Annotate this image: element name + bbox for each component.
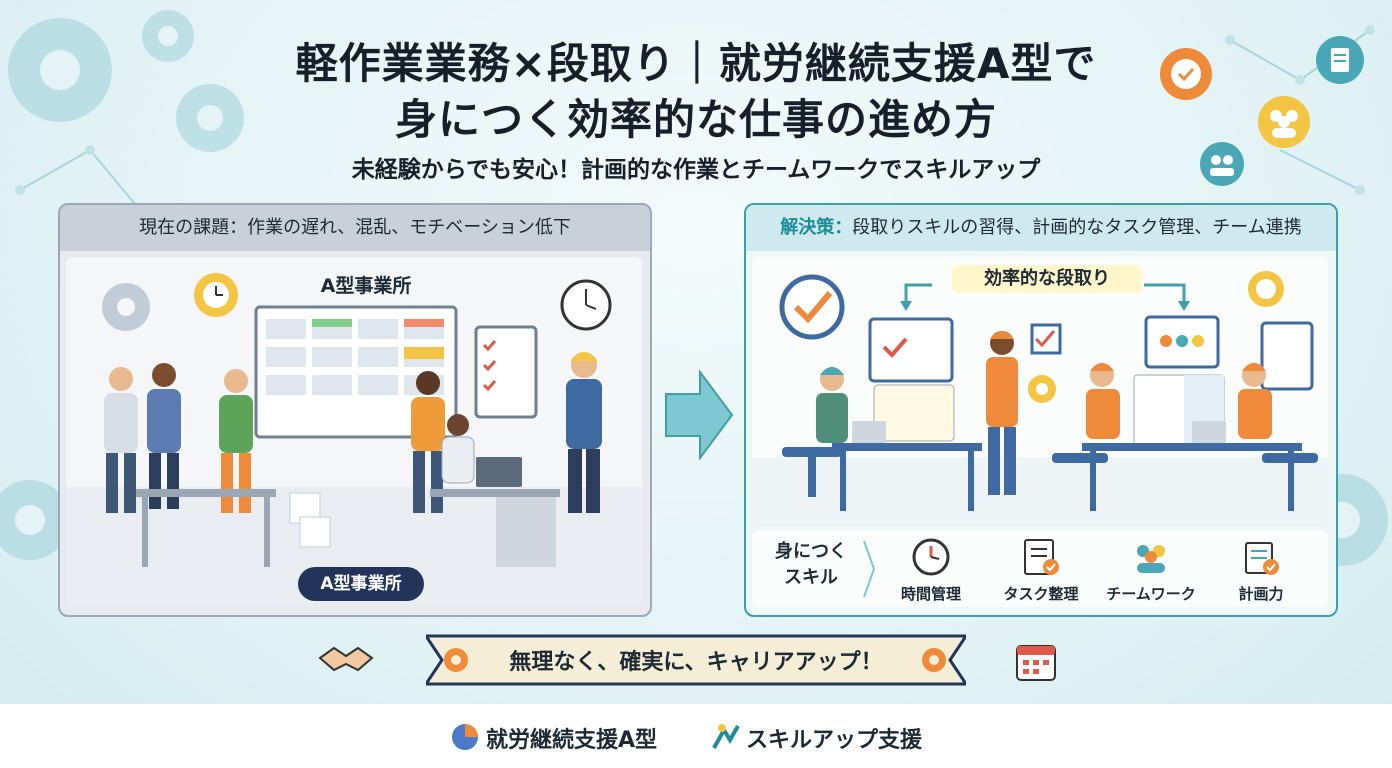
skill-label: タスク整理 <box>1003 585 1079 603</box>
team-icon <box>1137 545 1165 573</box>
skill-teamwork: チームワーク <box>1096 531 1206 607</box>
main-title-line2: 身につく効率的な仕事の進め方 <box>394 95 997 144</box>
skill-label: 時間管理 <box>900 585 961 603</box>
slogan-text: 無理なく、確実に、キャリアアップ！ <box>509 650 883 675</box>
clipboard-badge-icon <box>1316 36 1364 84</box>
transition-arrow-icon <box>665 370 734 460</box>
skillup-logo-icon <box>712 724 740 749</box>
board-office-label: A型事業所 <box>320 275 412 297</box>
organized-workplace-illustration <box>752 271 1328 527</box>
current-issues-panel: 現在の課題：作業の遅れ、混乱、モチベーション低下 <box>58 203 652 617</box>
skills-label-line2: スキル <box>784 567 838 588</box>
solution-heading: 解決策：段取りスキルの習得、計画的なタスク管理、チーム連携 <box>746 205 1336 251</box>
chevron-right-icon <box>863 540 876 598</box>
clock-icon <box>912 538 950 576</box>
skill-label: 計画力 <box>1238 585 1284 603</box>
a-type-logo-icon <box>452 724 478 750</box>
footer: 就労継続支援A型 スキルアップ支援 <box>0 704 1392 768</box>
slogan-banner: 無理なく、確実に、キャリアアップ！ <box>426 630 966 692</box>
current-issues-heading: 現在の課題：作業の遅れ、混乱、モチベーション低下 <box>60 205 650 251</box>
skills-row: 身につく スキル 時間管理 タスク整理 <box>752 531 1328 607</box>
meeting-badge-icon <box>1200 142 1244 186</box>
ribbon-shape <box>426 634 966 686</box>
skill-task-organization: タスク整理 <box>986 531 1096 607</box>
calendar-icon <box>1016 645 1056 681</box>
office-name-pill: A型事業所 <box>298 567 424 601</box>
team-badge-icon <box>1258 96 1310 148</box>
subtitle: 未経験からでも安心！計画的な作業とチームワークでスキルアップ <box>351 157 1041 183</box>
checklist-icon <box>1024 539 1059 575</box>
clock-check-icon <box>1160 48 1212 100</box>
chaotic-workplace-illustration <box>66 273 642 607</box>
solution-panel: 解決策：段取りスキルの習得、計画的なタスク管理、チーム連携 <box>744 203 1338 617</box>
handshake-icon <box>318 646 374 672</box>
current-issues-illustration: A型事業所 A型事業所 <box>66 257 642 607</box>
solution-illustration: 効率的な段取り <box>752 257 1328 527</box>
main-title-line1: 軽作業業務×段取り｜就労継続支援A型で <box>295 39 1097 88</box>
skills-label-line1: 身につく <box>775 541 847 562</box>
footer-skillup-label: スキルアップ支援 <box>746 728 923 753</box>
solution-heading-text: 段取りスキルの習得、計画的なタスク管理、チーム連携 <box>852 217 1302 238</box>
skills-label: 身につく スキル <box>766 539 856 591</box>
footer-a-type-label: 就労継続支援A型 <box>486 728 658 753</box>
efficient-steps-label: 効率的な段取り <box>952 265 1142 293</box>
skill-time-management: 時間管理 <box>876 531 986 607</box>
planner-icon <box>1245 542 1279 575</box>
skill-planning: 計画力 <box>1206 531 1316 607</box>
solution-heading-prefix: 解決策： <box>780 217 853 238</box>
skill-label: チームワーク <box>1106 585 1196 603</box>
